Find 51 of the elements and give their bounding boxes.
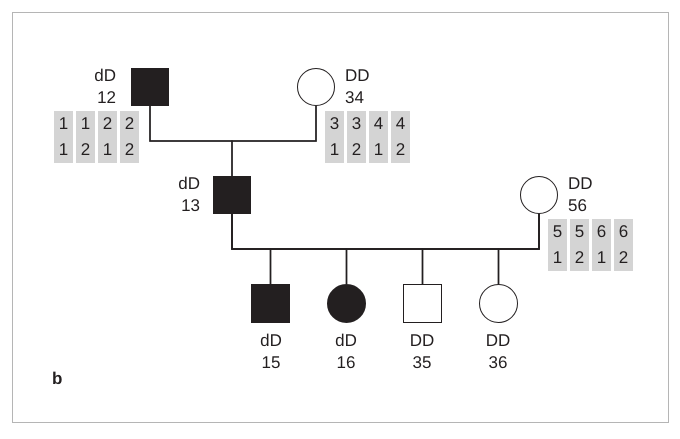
genotype-label: DD bbox=[345, 65, 370, 87]
allele-cell: 5 bbox=[548, 219, 567, 245]
unaffected-female-symbol bbox=[297, 68, 335, 106]
genotype-label: dD bbox=[260, 330, 282, 352]
genotype-label: dD bbox=[178, 173, 200, 195]
unaffected-male-symbol bbox=[403, 284, 442, 323]
genotype-label: dD bbox=[94, 65, 116, 87]
individual-number: 56 bbox=[568, 195, 587, 217]
allele-cell: 2 bbox=[76, 137, 95, 163]
unaffected-female-symbol bbox=[479, 284, 518, 323]
allele-cell: 1 bbox=[76, 111, 95, 137]
allele-cell: 6 bbox=[614, 219, 633, 245]
pedigree-line bbox=[231, 106, 317, 176]
allele-cell: 2 bbox=[570, 245, 589, 271]
allele-cell: 4 bbox=[369, 111, 388, 137]
individual-number: 12 bbox=[97, 87, 116, 109]
genotype-label: dD bbox=[335, 330, 357, 352]
allele-cell: 2 bbox=[391, 137, 410, 163]
allele-cell: 4 bbox=[391, 111, 410, 137]
affected-female-symbol bbox=[327, 284, 366, 323]
affected-male-symbol bbox=[251, 284, 290, 323]
allele-cell: 1 bbox=[54, 111, 73, 137]
individual-number: 16 bbox=[336, 352, 356, 374]
allele-cell: 1 bbox=[369, 137, 388, 163]
allele-cell: 2 bbox=[98, 111, 117, 137]
panel-letter: b bbox=[52, 368, 62, 390]
allele-cell: 3 bbox=[325, 111, 344, 137]
individual-number: 34 bbox=[345, 87, 364, 109]
allele-cell: 2 bbox=[347, 137, 366, 163]
allele-cell: 2 bbox=[120, 111, 139, 137]
allele-cell: 1 bbox=[325, 137, 344, 163]
individual-number: 35 bbox=[412, 352, 432, 374]
allele-cell: 1 bbox=[98, 137, 117, 163]
individual-number: 13 bbox=[181, 195, 200, 217]
allele-cell: 2 bbox=[614, 245, 633, 271]
allele-cell: 1 bbox=[592, 245, 611, 271]
genotype-label: DD bbox=[410, 330, 434, 352]
individual-number: 15 bbox=[262, 352, 280, 374]
affected-male-symbol bbox=[131, 68, 169, 106]
individual-number: 36 bbox=[488, 352, 508, 374]
affected-male-symbol bbox=[213, 176, 251, 214]
genotype-label: DD bbox=[486, 330, 510, 352]
allele-cell: 1 bbox=[548, 245, 567, 271]
allele-cell: 1 bbox=[54, 137, 73, 163]
pedigree-line bbox=[498, 214, 540, 284]
genotype-label: DD bbox=[568, 173, 593, 195]
allele-cell: 6 bbox=[592, 219, 611, 245]
allele-cell: 3 bbox=[347, 111, 366, 137]
unaffected-female-symbol bbox=[520, 176, 558, 214]
allele-cell: 2 bbox=[120, 137, 139, 163]
allele-cell: 5 bbox=[570, 219, 589, 245]
